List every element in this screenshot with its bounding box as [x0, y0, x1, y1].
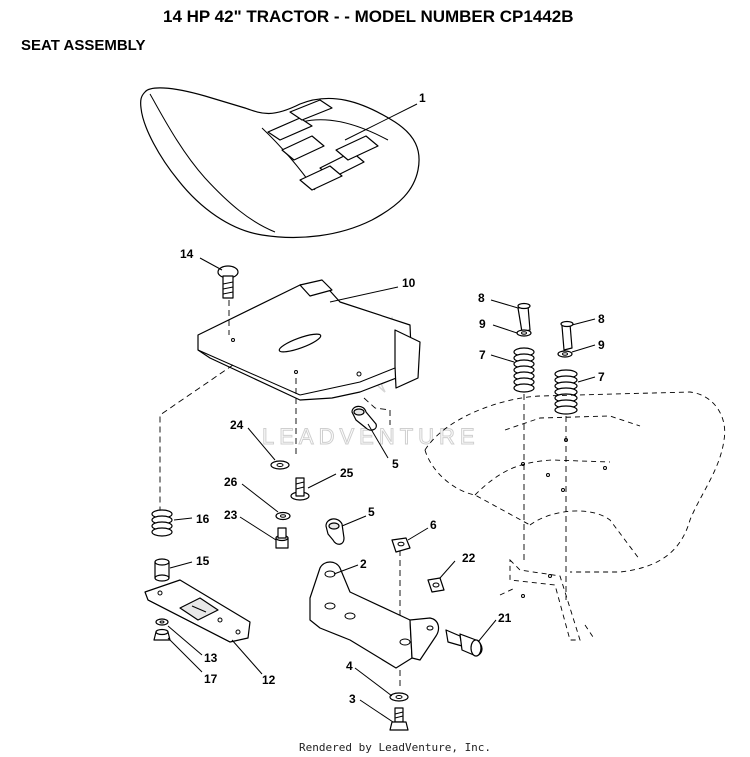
clip-upper [351, 405, 377, 431]
callout-6: 6 [430, 518, 437, 532]
callout-7-left: 7 [479, 348, 486, 362]
callout-9-left: 9 [479, 317, 486, 331]
callout-1: 1 [419, 91, 426, 105]
bolt-25 [290, 477, 310, 501]
callout-21: 21 [498, 611, 512, 625]
callout-8-right: 8 [598, 312, 605, 326]
spring-16 [151, 509, 173, 537]
callout-25: 25 [340, 466, 354, 480]
clip-lower [325, 518, 345, 545]
callout-7-right: 7 [598, 370, 605, 384]
callout-5-lower: 5 [368, 505, 375, 519]
washer-26 [275, 511, 291, 521]
nut-22 [427, 577, 445, 593]
callout-15: 15 [196, 554, 210, 568]
page-title: 14 HP 42" TRACTOR - - MODEL NUMBER CP144… [163, 7, 573, 26]
callout-17: 17 [204, 672, 218, 686]
callout-22: 22 [462, 551, 476, 565]
callout-2: 2 [360, 557, 367, 571]
spacer-15 [154, 558, 170, 582]
callout-12: 12 [262, 673, 276, 687]
washer-24 [270, 460, 290, 470]
callout-14: 14 [180, 247, 194, 261]
carriage-bolt [217, 265, 239, 299]
callout-13: 13 [204, 651, 218, 665]
seat [140, 87, 420, 239]
callout-4: 4 [346, 659, 353, 673]
washer-4 [389, 692, 409, 702]
callout-8-left: 8 [478, 291, 485, 305]
callout-numbers: 1 14 10 8 9 7 8 9 7 24 5 25 26 23 16 15 … [180, 91, 605, 706]
nut-17 [153, 628, 171, 641]
bolt-23 [275, 527, 289, 549]
callout-26: 26 [224, 475, 238, 489]
spring-stack-right [554, 320, 578, 415]
callout-5-upper: 5 [392, 457, 399, 471]
callout-3: 3 [349, 692, 356, 706]
footer-credit: Rendered by LeadVenture, Inc. [299, 741, 491, 754]
callout-9-right: 9 [598, 338, 605, 352]
bracket-2 [309, 561, 440, 669]
nut-6 [391, 537, 411, 553]
callout-16: 16 [196, 512, 210, 526]
callout-24: 24 [230, 418, 244, 432]
bolt-3 [389, 707, 409, 731]
callout-23: 23 [224, 508, 238, 522]
plate-12 [144, 579, 251, 643]
section-title: SEAT ASSEMBLY [21, 37, 145, 54]
tractor-fender-ghost [424, 391, 726, 641]
seat-pan-bracket [197, 279, 421, 401]
callout-10: 10 [402, 276, 416, 290]
leader-lines [167, 103, 596, 723]
washer-13 [155, 618, 169, 626]
shoulder-bolt-21 [445, 629, 483, 657]
spring-stack-left [513, 302, 535, 393]
